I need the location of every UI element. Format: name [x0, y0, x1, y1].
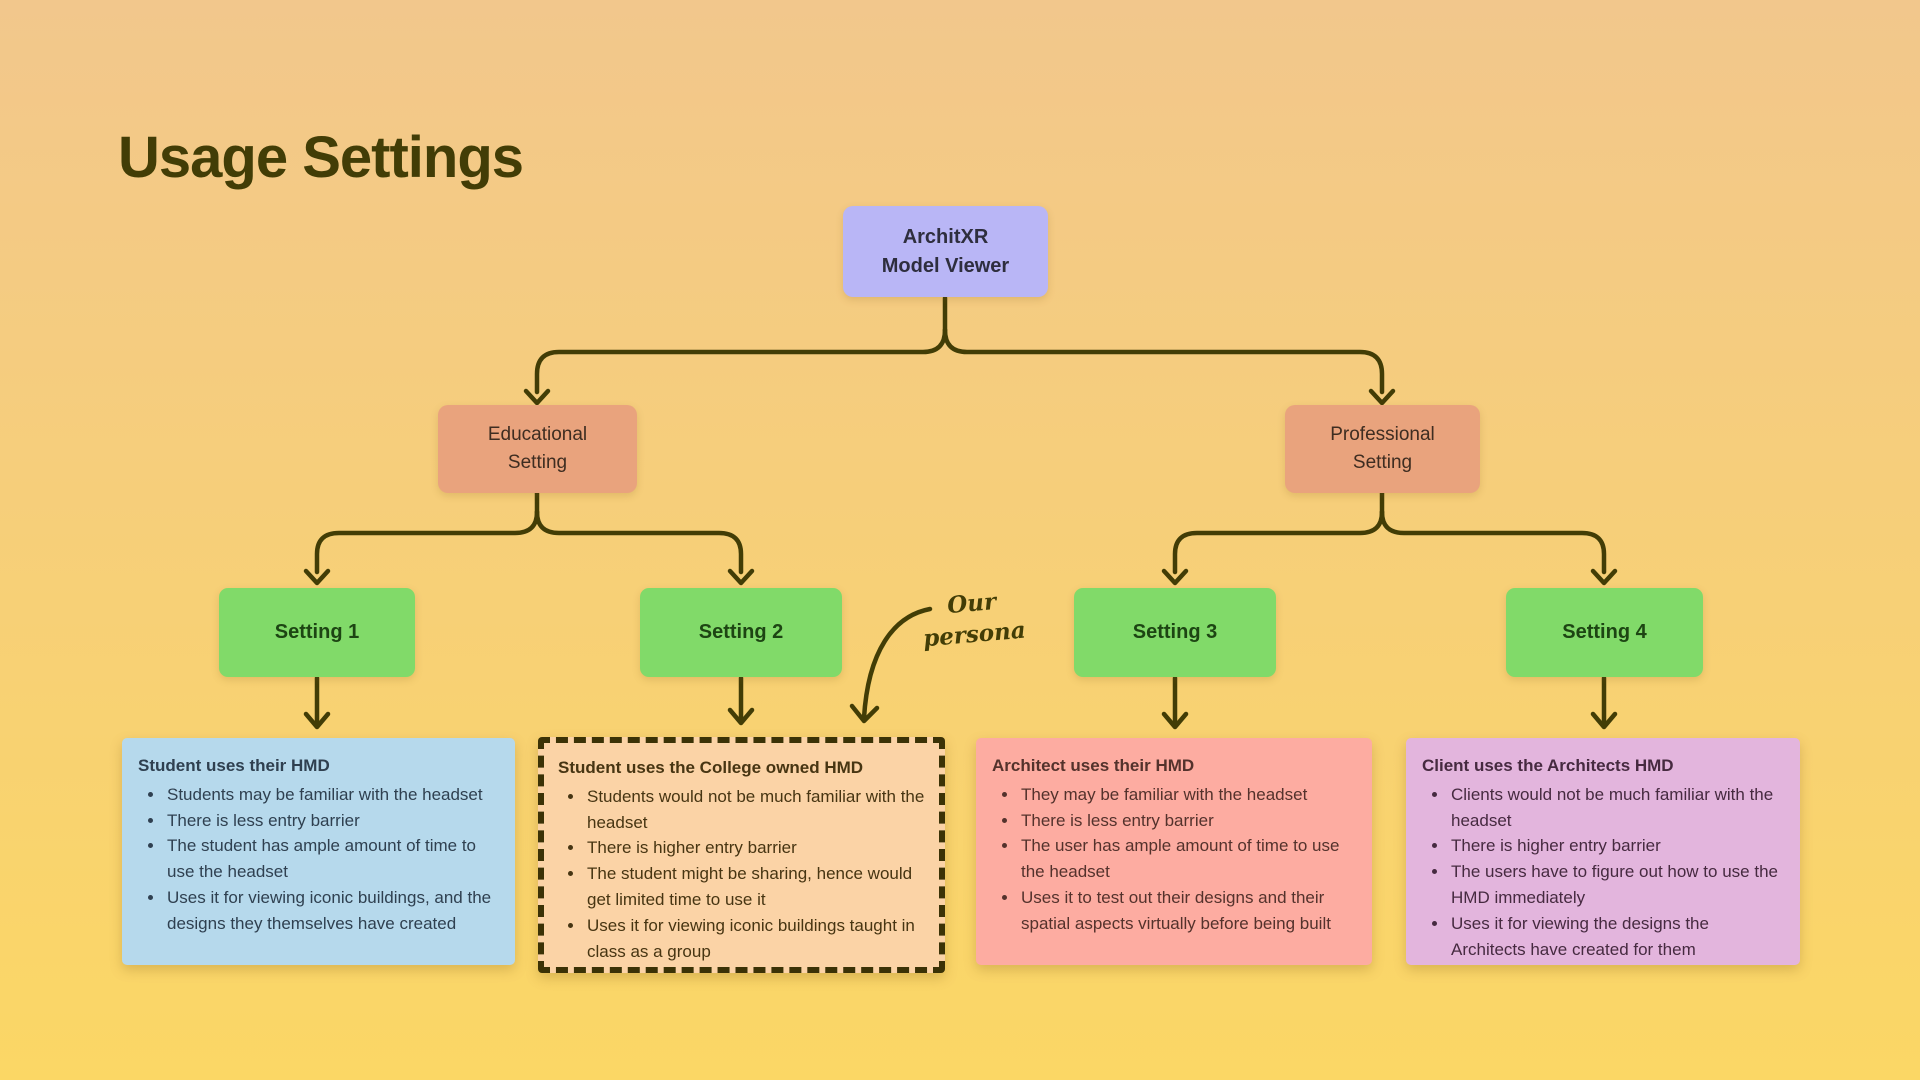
setting-node-1: Setting 1: [219, 588, 415, 677]
card-bullet-list: Students may be familiar with the headse…: [138, 782, 499, 937]
bullet-item: Students would not be much familiar with…: [585, 784, 925, 836]
bullet-item: The student has ample amount of time to …: [165, 833, 499, 885]
branch-node-educational-setting: Educational Setting: [438, 405, 637, 493]
arrowhead-setting1: [303, 568, 331, 586]
bullet-item: Uses it for viewing iconic buildings, an…: [165, 885, 499, 937]
arrowhead-card3: [1161, 711, 1189, 730]
branch-node-professional-setting: Professional Setting: [1285, 405, 1480, 493]
arrowhead-persona: [849, 703, 880, 724]
setting-node-label: Setting 3: [1132, 621, 1218, 643]
connector-edu-left: [314, 509, 540, 575]
arrowhead-professional: [1368, 388, 1396, 406]
root-node-label: ArchitXR Model Viewer: [881, 225, 1010, 277]
bullet-item: Uses it for viewing the designs the Arch…: [1449, 911, 1784, 963]
branch-node-label: Professional Setting: [1330, 423, 1435, 474]
arrowhead-card2: [727, 707, 755, 726]
bullet-item: There is less entry barrier: [1019, 808, 1356, 834]
setting-node-label: Setting 4: [1562, 621, 1647, 643]
detail-card-architect-hmd: Architect uses their HMD They may be fam…: [976, 738, 1372, 965]
bullet-item: Students may be familiar with the headse…: [165, 782, 499, 808]
setting-node-3: Setting 3: [1074, 588, 1276, 677]
bullet-item: There is higher entry barrier: [1449, 833, 1784, 859]
bullet-item: They may be familiar with the headset: [1019, 782, 1356, 808]
arrowhead-setting4: [1590, 568, 1618, 586]
bullet-item: Uses it for viewing iconic buildings tau…: [585, 913, 925, 965]
connector-pro-right: [1379, 509, 1607, 575]
bullet-item: The users have to figure out how to use …: [1449, 859, 1784, 911]
card-title: Student uses the College owned HMD: [558, 758, 864, 777]
connector-edu-right: [534, 509, 744, 575]
arrowhead-card1: [303, 711, 331, 730]
arrowhead-card4: [1590, 711, 1618, 730]
persona-annotation: Our persona: [916, 583, 1031, 654]
detail-card-student-own-hmd: Student uses their HMD Students may be f…: [122, 738, 515, 965]
card-bullet-list: Clients would not be much familiar with …: [1422, 782, 1784, 963]
card-bullet-list: They may be familiar with the headset Th…: [992, 782, 1356, 937]
card-title: Student uses their HMD: [138, 756, 330, 775]
setting-node-2: Setting 2: [640, 588, 842, 677]
card-bullet-list: Students would not be much familiar with…: [558, 784, 925, 965]
bullet-item: Clients would not be much familiar with …: [1449, 782, 1784, 834]
card-title: Client uses the Architects HMD: [1422, 756, 1674, 775]
branch-node-label: Educational Setting: [487, 423, 588, 474]
connector-root-left: [534, 327, 948, 395]
bullet-item: The student might be sharing, hence woul…: [585, 861, 925, 913]
bullet-item: There is higher entry barrier: [585, 835, 925, 861]
arrowhead-setting3: [1161, 568, 1189, 586]
root-node-architxr-model-viewer: ArchitXR Model Viewer: [843, 206, 1048, 297]
setting-node-label: Setting 2: [698, 621, 784, 643]
detail-card-student-college-hmd: Student uses the College owned HMD Stude…: [538, 737, 945, 973]
bullet-item: There is less entry barrier: [165, 808, 499, 834]
connector-pro-left: [1172, 509, 1385, 575]
arrowhead-setting2: [727, 568, 755, 586]
page-title: Usage Settings: [118, 125, 524, 190]
arrowhead-educational: [523, 388, 551, 406]
detail-card-client-hmd: Client uses the Architects HMD Clients w…: [1406, 738, 1800, 965]
bullet-item: Uses it to test out their designs and th…: [1019, 885, 1356, 937]
bullet-item: The user has ample amount of time to use…: [1019, 833, 1356, 885]
setting-node-4: Setting 4: [1506, 588, 1703, 677]
connector-root-right: [942, 327, 1385, 395]
card-title: Architect uses their HMD: [992, 756, 1195, 775]
setting-node-label: Setting 1: [274, 621, 360, 643]
